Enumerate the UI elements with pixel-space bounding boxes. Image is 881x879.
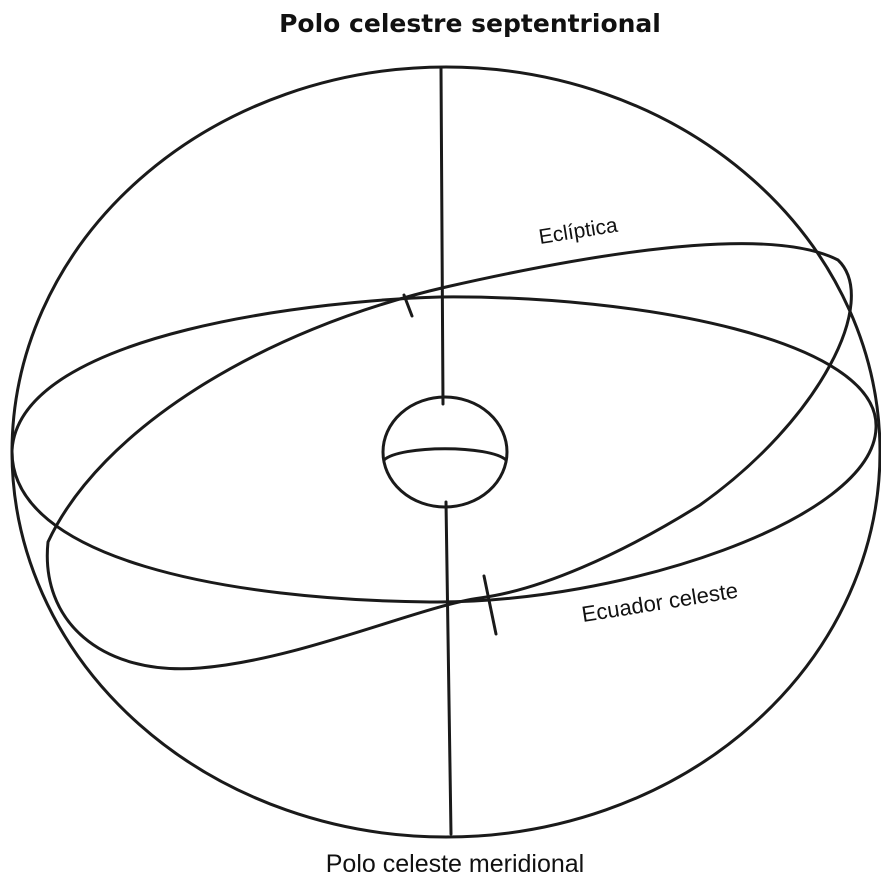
earth-equator-line: [384, 449, 506, 460]
south-pole-label: Polo celeste meridional: [326, 850, 584, 878]
equinox-tick-lower: [484, 576, 496, 634]
celestial-sphere-outline: [12, 67, 880, 837]
ecliptic-label: Eclíptica: [537, 214, 619, 249]
north-pole-label: Polo celestre septentrional: [279, 9, 661, 38]
polar-axis-north: [441, 68, 443, 404]
ecliptic-circle: [47, 244, 851, 669]
polar-axis-south: [446, 502, 451, 834]
